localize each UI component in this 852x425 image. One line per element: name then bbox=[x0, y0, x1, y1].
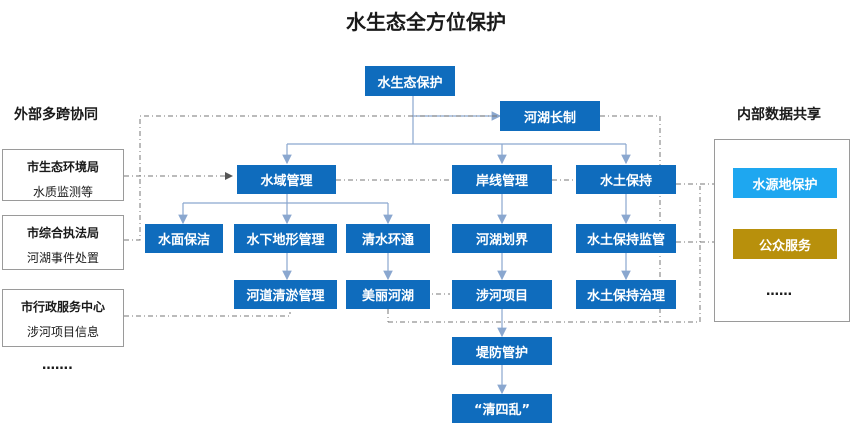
share-water-source: 水源地保护 bbox=[733, 168, 837, 198]
node-river-boundary: 河湖划界 bbox=[452, 224, 552, 253]
node-four-chaos-cleanup: “清四乱” bbox=[452, 394, 552, 423]
agency-name: 市综合执法局 bbox=[26, 226, 99, 240]
node-shoreline-management: 岸线管理 bbox=[452, 165, 552, 194]
node-soil-water-supervision: 水土保持监管 bbox=[576, 224, 676, 253]
node-surface-cleaning: 水面保洁 bbox=[145, 224, 223, 253]
agency-law-enforcement: 市综合执法局 河湖事件处置 bbox=[2, 215, 124, 270]
internal-share-heading: 内部数据共享 bbox=[737, 107, 821, 123]
agency-name: 市行政服务中心 bbox=[20, 300, 105, 314]
agency-ecology-env: 市生态环境局 水质监测等 bbox=[2, 149, 124, 201]
node-water-area-management: 水域管理 bbox=[237, 165, 336, 194]
agency-desc: 河湖事件处置 bbox=[26, 251, 99, 265]
external-more: ……. bbox=[42, 358, 73, 373]
page-title: 水生态全方位保护 bbox=[346, 10, 506, 34]
node-river-chief-system: 河湖长制 bbox=[500, 101, 600, 131]
node-river-projects: 涉河项目 bbox=[452, 280, 552, 309]
node-water-ecology-protection: 水生态保护 bbox=[365, 66, 455, 96]
agency-admin-service: 市行政服务中心 涉河项目信息 bbox=[2, 289, 124, 347]
node-soil-water-governance: 水土保持治理 bbox=[576, 280, 676, 309]
node-underwater-terrain: 水下地形管理 bbox=[234, 224, 337, 253]
node-soil-water-conservation: 水土保持 bbox=[576, 165, 676, 194]
node-river-dredging: 河道清淤管理 bbox=[234, 280, 337, 309]
external-collab-heading: 外部多跨协同 bbox=[14, 107, 98, 123]
agency-desc: 涉河项目信息 bbox=[26, 325, 99, 339]
node-beautiful-rivers: 美丽河湖 bbox=[346, 280, 430, 309]
share-public-service: 公众服务 bbox=[733, 229, 837, 259]
internal-more: …… bbox=[766, 284, 792, 299]
node-embankment-maintenance: 堤防管护 bbox=[452, 337, 552, 365]
agency-name: 市生态环境局 bbox=[26, 160, 99, 174]
node-clear-water-circulation: 清水环通 bbox=[346, 224, 430, 253]
agency-desc: 水质监测等 bbox=[32, 185, 93, 199]
